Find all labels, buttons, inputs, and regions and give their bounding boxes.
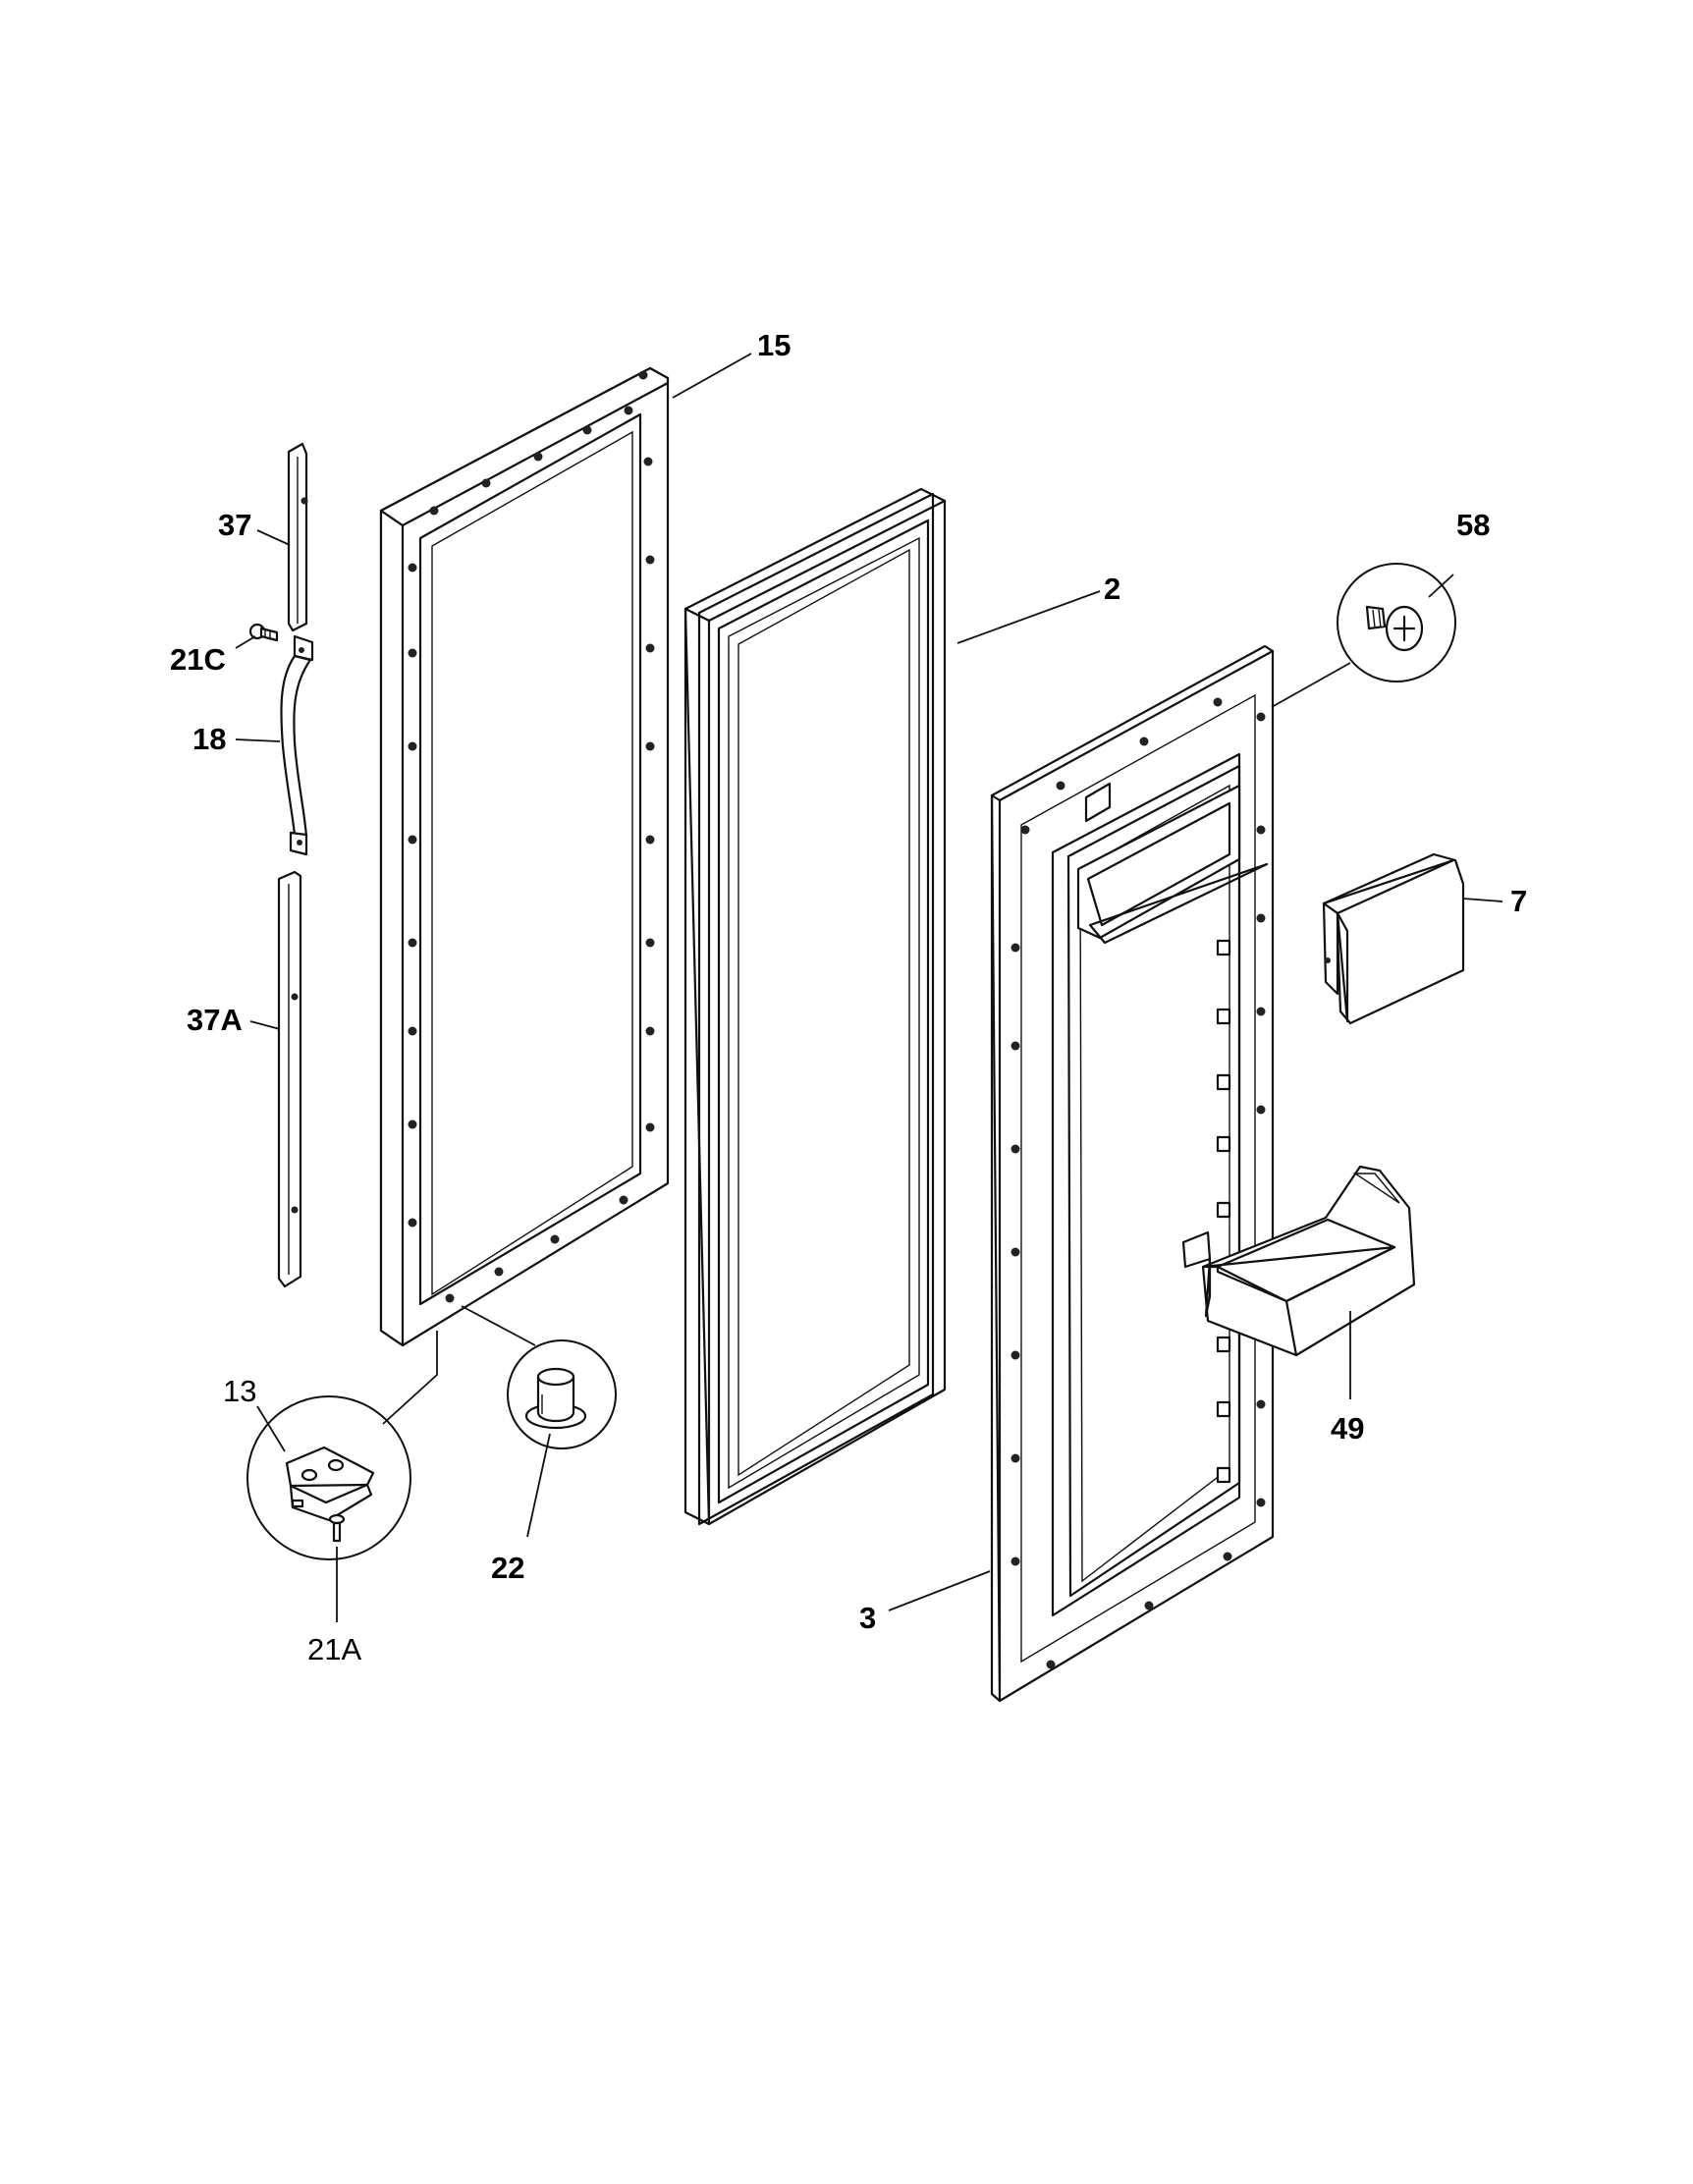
callout-37: 37 [218, 508, 251, 542]
callout-18: 18 [192, 722, 226, 756]
part-15-door-frame [379, 366, 670, 1347]
callout-58: 58 [1456, 508, 1490, 542]
callout-22: 22 [491, 1551, 524, 1585]
callout-15: 15 [757, 328, 791, 362]
liner-shelf-clips [1216, 939, 1231, 1484]
callout-49: 49 [1331, 1411, 1364, 1446]
callout-21c: 21C [170, 642, 226, 677]
callout-13: 13 [223, 1374, 256, 1408]
callout-2: 2 [1104, 572, 1120, 606]
part-3-door-liner [990, 644, 1275, 1703]
part-58-screw-zoom [1337, 563, 1456, 682]
callout-37a: 37A [187, 1003, 243, 1037]
part-2-door-gasket [683, 487, 947, 1526]
callout-21a: 21A [307, 1632, 361, 1666]
part-18-handle [280, 634, 314, 856]
part-13-hinge-zoom [246, 1395, 411, 1560]
callout-7: 7 [1510, 884, 1527, 918]
part-7-bin-cover [1322, 852, 1465, 1025]
frame-holes [408, 370, 655, 1303]
callout-3: 3 [859, 1601, 876, 1635]
liner-holes [1010, 697, 1266, 1669]
part-22-plug-zoom [507, 1339, 617, 1449]
part-37-handle-trim-upper [287, 442, 308, 632]
callout-labels: 15 2 58 37 21C 18 37A 7 49 13 22 21A 3 [170, 328, 1527, 1666]
leader-lines [235, 353, 1503, 1622]
part-21c-screw [248, 623, 279, 642]
part-37a-handle-trim-lower [277, 870, 302, 1288]
part-49-door-bin [1181, 1165, 1416, 1357]
